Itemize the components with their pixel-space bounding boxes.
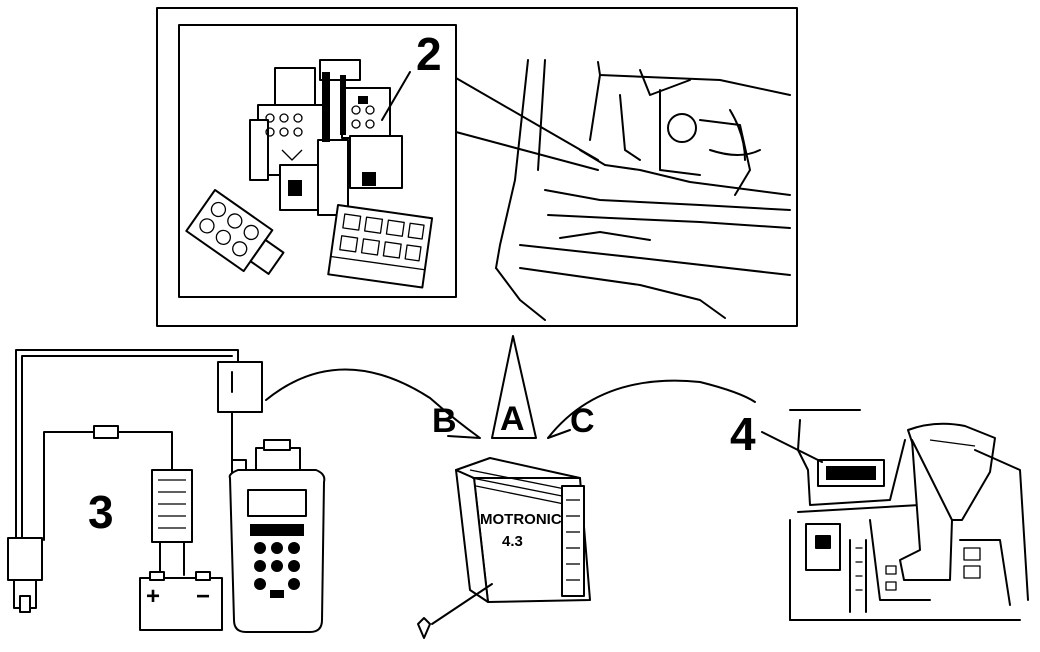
engine-bay-sketch <box>495 59 791 321</box>
callout-relay-box: 2 <box>416 28 442 80</box>
inset-outer-frame <box>156 7 798 327</box>
battery: + − <box>139 571 223 631</box>
path-b-arc <box>265 368 481 439</box>
center-console-sketch <box>789 409 1021 621</box>
test-plug <box>7 537 43 613</box>
tester-display <box>247 489 307 517</box>
diagnostic-socket <box>817 459 885 487</box>
ecu-connector <box>561 485 585 597</box>
ecu-model-label: 4.3 <box>502 533 523 550</box>
path-a-triangle <box>491 335 537 439</box>
connection-paths <box>265 335 756 439</box>
callout-test-setup: 3 <box>88 486 114 538</box>
battery-positive-symbol: + <box>146 583 160 610</box>
diagnostic-tester <box>228 439 326 633</box>
label-path-b: B <box>432 402 457 440</box>
callout-diag-socket: 4 <box>730 408 756 460</box>
relay-connector-block <box>185 59 434 289</box>
inset-panel <box>156 7 798 327</box>
label-path-c: C <box>570 402 595 440</box>
zoom-wedge <box>455 77 599 171</box>
motronic-ecu: MOTRONIC 4.3 <box>455 457 591 603</box>
path-c-arc <box>547 379 756 439</box>
adapter-module <box>217 361 263 413</box>
ecu-pointer <box>417 583 493 639</box>
battery-body <box>139 577 223 631</box>
inline-fuse <box>93 425 119 439</box>
label-path-a: A <box>500 400 525 438</box>
gear-selector-lever <box>885 422 1029 606</box>
cable-filter <box>151 469 193 576</box>
callout-socket-leader <box>761 431 823 463</box>
test-cable-harness <box>15 349 239 541</box>
battery-negative-symbol: − <box>196 583 210 610</box>
inset-detail-frame <box>178 24 457 298</box>
tester-keypad <box>250 524 304 598</box>
ecu-brand-label: MOTRONIC <box>480 511 562 528</box>
callout-relay-leader <box>381 71 411 121</box>
